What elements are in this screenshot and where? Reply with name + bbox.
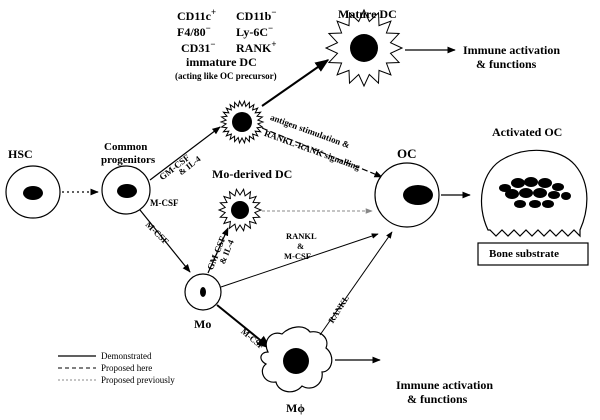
label-common: Common: [104, 141, 148, 153]
arrow-immature-mature-dc: [261, 59, 330, 107]
label-mcsf-progenitor: M-CSF: [150, 198, 179, 208]
label-mature-dc: Mature DC: [338, 7, 397, 21]
label-immune-bottom-1: Immune activation: [396, 378, 493, 392]
label-mo-derived-dc: Mo-derived DC: [212, 167, 293, 181]
label-bone-substrate: Bone substrate: [489, 248, 559, 260]
mature-dc-cell: [324, 8, 404, 88]
common-progenitor-cell: [101, 165, 151, 215]
marker-cd11b: CD11b−: [236, 7, 277, 23]
marker-f480: F4/80−: [177, 23, 211, 39]
label-rankl-and: &: [297, 241, 305, 251]
label-progenitors: progenitors: [101, 154, 156, 166]
label-immune-bottom-2: & functions: [407, 392, 468, 406]
arrow-mphi-oc: [319, 231, 393, 336]
label-immature-dc: immature DC: [186, 55, 257, 69]
legend-proposed-here: Proposed here: [101, 363, 153, 373]
arrow-mo-mo-dc: [207, 227, 229, 274]
mo-cell: [184, 273, 222, 311]
marker-ly6c: Ly-6C−: [236, 23, 274, 39]
macrophage-cell: [260, 326, 333, 393]
label-rankl-mcsf-2: M-CSF: [284, 251, 311, 261]
mo-derived-dc-cell: [217, 188, 263, 232]
label-mo: Mo: [194, 317, 212, 331]
arrow-mo-mphi: [216, 304, 272, 349]
hsc-cell: [5, 165, 61, 219]
label-oc: OC: [397, 146, 417, 161]
label-hsc: HSC: [8, 147, 33, 161]
label-immune-top-1: Immune activation: [463, 43, 560, 57]
label-immune-top-2: & functions: [476, 57, 537, 71]
label-rankl-1: RANKL: [286, 231, 317, 241]
marker-cd31: CD31−: [181, 39, 216, 55]
bone-substrate-box: [477, 242, 589, 266]
oc-cell: [374, 162, 440, 228]
immature-dc-cell: [219, 99, 265, 145]
marker-cd11c: CD11c+: [177, 7, 217, 23]
activated-oc-cell: [481, 149, 588, 238]
label-activated-oc: Activated OC: [492, 125, 563, 139]
label-immature-dc-note: (acting like OC precursor): [175, 71, 277, 81]
arrow-progenitor-immature-dc: [149, 126, 221, 181]
marker-rank: RANK+: [236, 39, 277, 55]
arrow-mo-oc: [220, 233, 379, 288]
arrow-immature-dc-oc-proposed: [261, 127, 383, 178]
legend-demonstrated: Demonstrated: [101, 351, 152, 361]
arrow-progenitor-mo: [139, 209, 191, 273]
legend-proposed-previously: Proposed previously: [101, 375, 175, 385]
label-mphi: Mϕ: [286, 401, 305, 415]
